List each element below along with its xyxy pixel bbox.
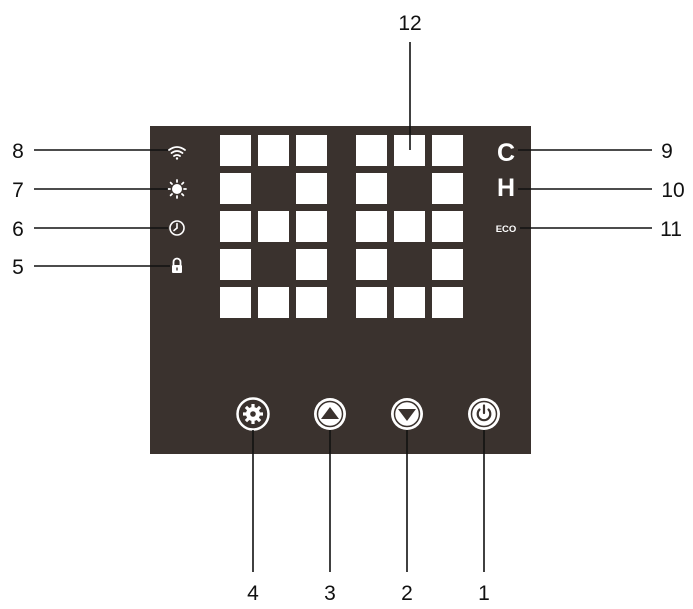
digit-segment <box>356 173 387 204</box>
digit-segment <box>432 211 463 242</box>
digit-segment <box>296 249 327 280</box>
callout-9: 9 <box>661 140 673 163</box>
triangle-up-icon <box>321 407 339 419</box>
power-button[interactable] <box>468 398 500 430</box>
digit-left <box>220 135 327 318</box>
digit-segment <box>220 135 251 166</box>
cool-mode-indicator: C <box>497 139 515 167</box>
digit-segment <box>220 173 251 204</box>
callout-7: 7 <box>12 179 24 202</box>
triangle-down-icon <box>398 409 416 421</box>
digit-segment <box>394 211 425 242</box>
digit-segment <box>258 287 289 318</box>
digit-segment <box>296 135 327 166</box>
digit-segment <box>432 173 463 204</box>
callout-1: 1 <box>478 582 490 605</box>
settings-button[interactable] <box>236 397 270 431</box>
digit-segment <box>394 287 425 318</box>
power-icon <box>476 404 492 422</box>
callout-5: 5 <box>12 256 24 279</box>
digit-segment <box>296 173 327 204</box>
digit-segment <box>356 211 387 242</box>
digit-segment <box>258 135 289 166</box>
digit-segment <box>356 135 387 166</box>
digit-segment <box>220 249 251 280</box>
callout-10: 10 <box>661 179 684 202</box>
callout-2: 2 <box>401 582 413 605</box>
digit-segment <box>432 135 463 166</box>
callout-3: 3 <box>324 582 336 605</box>
digit-segment <box>220 211 251 242</box>
digit-right <box>356 135 463 318</box>
up-button[interactable] <box>314 398 346 430</box>
down-button[interactable] <box>391 398 423 430</box>
digit-segment <box>356 287 387 318</box>
eco-indicator: ECO <box>496 224 517 235</box>
wifi-icon <box>168 146 186 160</box>
digit-segment <box>356 249 387 280</box>
callout-6: 6 <box>12 218 24 241</box>
heat-mode-indicator: H <box>497 174 515 202</box>
digit-segment <box>432 287 463 318</box>
digit-segment <box>296 211 327 242</box>
clock-icon <box>169 220 185 236</box>
digit-segment <box>220 287 251 318</box>
callout-12: 12 <box>398 12 421 35</box>
digit-segment <box>258 211 289 242</box>
gear-icon <box>243 404 263 424</box>
display-panel <box>150 126 531 454</box>
sun-icon <box>167 179 187 199</box>
padlock-icon <box>172 257 182 273</box>
callout-8: 8 <box>12 140 24 163</box>
digit-segment <box>432 249 463 280</box>
callout-4: 4 <box>247 582 259 605</box>
callout-11: 11 <box>660 218 682 241</box>
digit-segment <box>296 287 327 318</box>
